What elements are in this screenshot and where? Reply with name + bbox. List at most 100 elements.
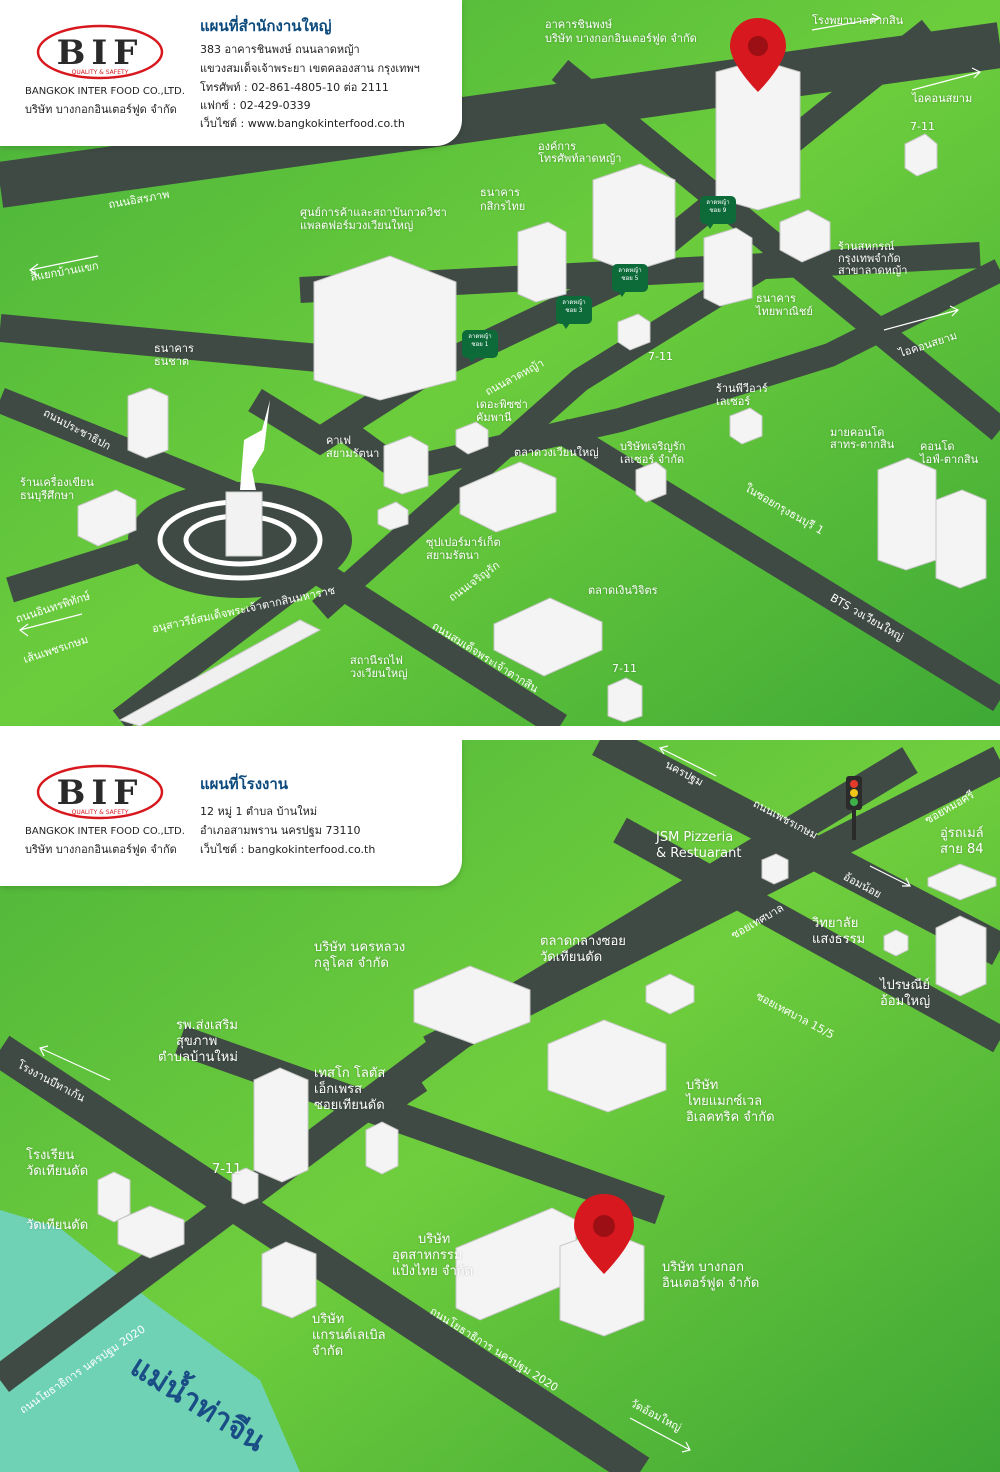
label-nakhon-luang-1: บริษัท นครหลวง	[314, 940, 406, 955]
label-condo-b-2: ไอฟ์-ตากสิน	[920, 453, 979, 466]
label-post-1: ไปรษณีย์	[880, 978, 931, 993]
label-thanachart-2: ธนชาต	[154, 355, 190, 368]
label-grand-2: แกรนด์เลเบิล	[312, 1328, 386, 1343]
label-kbank-1: ธนาคาร	[480, 186, 520, 199]
river-tha-chin	[0, 1210, 300, 1472]
hq-phone: โทรศัพท์ : 02-861-4805-10 ต่อ 2111	[200, 81, 389, 94]
hq-address-2: แขวงสมเด็จเจ้าพระยา เขตคลองสาน กรุงเทพฯ	[200, 62, 420, 75]
label-cafe-1: คาเฟ	[326, 434, 352, 447]
label-mall-1: ศูนย์การค้าและสถาบันกวดวิชา	[300, 206, 447, 219]
hq-title: แผนที่สำนักงานใหญ่	[200, 17, 332, 35]
location-pin-icon	[730, 18, 786, 92]
label-stationery-1: ร้านเครื่องเขียน	[20, 476, 94, 489]
label-seven-eleven-c: 7-11	[612, 662, 637, 675]
label-market-2: วัดเทียนดัด	[540, 950, 603, 965]
label-hospital: โรงพยาบาลตากสิน	[812, 14, 904, 27]
label-market-wongwian-yai: ตลาดวงเวียนใหญ่	[514, 446, 599, 459]
label-jsm-1: JSM Pizzeria	[656, 830, 734, 845]
label-scb-2: ไทยพาณิชย์	[756, 305, 813, 318]
label-grand-1: บริษัท	[312, 1312, 345, 1327]
arrow-factory-icon	[39, 1045, 111, 1081]
traffic-light-icon	[846, 776, 862, 840]
label-condo-a-2: สาทร-ตากสิน	[830, 438, 895, 451]
factory-info-box: BIF QUALITY & SAFETY BANGKOK INTER FOOD …	[0, 740, 462, 886]
label-coop-2: กรุงเทพจำกัด	[838, 252, 901, 265]
logo-wordmark: BIF	[57, 33, 144, 73]
label-rail-1: สถานีรถไฟ	[350, 654, 403, 667]
label-rail-2: วงเวียนใหญ่	[350, 667, 408, 680]
label-tot-1: องค์การ	[538, 140, 577, 153]
statue-icon	[240, 400, 270, 490]
label-charoenrak-co-1: บริษัทเจริญรัก	[620, 440, 686, 453]
location-pin-icon	[574, 1194, 634, 1274]
company-name-th: บริษัท บางกอกอินเตอร์ฟูด จำกัด	[25, 843, 177, 856]
label-pw-laser-2: เลเซอร์	[716, 395, 751, 408]
arrow-om-noi-icon	[869, 865, 911, 887]
label-tot-2: โทรศัพท์ลาดหญ้า	[538, 152, 622, 165]
logo-tagline: QUALITY & SAFETY	[72, 809, 129, 816]
label-supermarket-1: ซุปเปอร์มาร์เก็ต	[426, 536, 501, 549]
label-maxwell-1: บริษัท	[686, 1078, 719, 1093]
label-tesco-1: เทสโก โลตัส	[314, 1066, 386, 1081]
arrow-phet-kasem-icon	[19, 613, 83, 637]
label-flour-1: บริษัท	[418, 1232, 451, 1247]
label-college-1: วิทยาลัย	[812, 916, 859, 931]
label-garage-1: อู่รถเมล์	[940, 826, 984, 841]
label-seven-eleven: 7-11	[212, 1162, 242, 1177]
label-icon-siam-top: ไอคอนสยาม	[912, 92, 973, 105]
arrow-wat-om-yai-icon	[629, 1417, 691, 1453]
arrow-iconsiam-mid-icon	[883, 305, 960, 331]
hq-buildings	[77, 59, 987, 723]
label-stationery-2: ธนบุรีศึกษา	[20, 489, 75, 502]
label-garage-2: สาย 84	[940, 842, 984, 857]
label-coop-1: ร้านสหกรณ์	[838, 240, 895, 253]
label-school-2: วัดเทียนดัด	[26, 1164, 89, 1179]
hq-website[interactable]: เว็บไซต์ : www.bangkokinterfood.co.th	[200, 117, 405, 130]
label-coop-3: สาขาลาดหญ้า	[838, 264, 908, 277]
hq-fax: แฟกซ์ : 02-429-0339	[200, 99, 311, 112]
railway	[118, 619, 322, 726]
label-market-1: ตลาดกลางซอย	[540, 934, 626, 949]
label-bif-2: อินเตอร์ฟูด จำกัด	[662, 1276, 760, 1291]
label-maxwell-3: อิเลคทริค จำกัด	[686, 1110, 775, 1125]
arrow-nakhon-pathom-icon	[659, 745, 717, 777]
factory-roads	[0, 740, 1000, 1472]
label-hospital-1: รพ.ส่งเสริม	[176, 1018, 238, 1033]
label-temple: วัดเทียนดัด	[26, 1218, 89, 1233]
hq-info-box: BIF QUALITY & SAFETY BANGKOK INTER FOOD …	[0, 0, 462, 146]
hq-map-background	[0, 0, 1000, 726]
factory-address-1: 12 หมู่ 1 ตำบล บ้านใหม่	[200, 805, 318, 818]
label-seven-eleven-a: 7-11	[910, 120, 935, 133]
bif-logo: BIF QUALITY & SAFETY	[36, 24, 164, 80]
logo-tagline: QUALITY & SAFETY	[72, 69, 129, 76]
label-tesco-2: เอ็กเพรส	[314, 1082, 363, 1097]
label-cafe-2: สยามรัตนา	[326, 447, 380, 460]
soi-tag-5: ลาดหญ้าซอย 5	[612, 264, 648, 297]
label-mall-2: แพลตฟอร์มวงเวียนใหญ่	[300, 219, 414, 232]
label-thanachart-1: ธนาคาร	[154, 342, 194, 355]
label-hospital-2: สุขภาพ	[176, 1034, 218, 1049]
label-hq-building-1: อาคารชินพงษ์	[545, 18, 613, 31]
factory-leader-lines	[39, 745, 911, 1453]
factory-map-panel: BIF QUALITY & SAFETY BANGKOK INTER FOOD …	[0, 740, 1000, 1472]
label-hq-building-2: บริษัท บางกอกอินเตอร์ฟูด จำกัด	[545, 32, 697, 45]
factory-website[interactable]: เว็บไซต์ : bangkokinterfood.co.th	[200, 843, 376, 856]
label-college-2: แสงธรรม	[812, 932, 866, 947]
label-flour-3: แป้งไทย จำกัด	[392, 1264, 474, 1279]
label-kbank-2: กสิกรไทย	[480, 200, 526, 213]
label-condo-b-1: คอนโด	[920, 440, 955, 453]
label-scb-1: ธนาคาร	[756, 292, 796, 305]
hq-map-panel: BIF QUALITY & SAFETY BANGKOK INTER FOOD …	[0, 0, 1000, 726]
soi-tag-3: ลาดหญ้าซอย 3	[556, 296, 592, 329]
factory-address-2: อำเภอสามพราน นครปฐม 73110	[200, 824, 361, 837]
roundabout	[128, 400, 352, 598]
label-bif-1: บริษัท บางกอก	[662, 1260, 744, 1275]
soi-tag-1: ลาดหญ้าซอย 1	[462, 330, 498, 363]
factory-title: แผนที่โรงงาน	[200, 775, 289, 793]
label-seven-eleven-b: 7-11	[648, 350, 673, 363]
label-tesco-3: ซอยเทียนดัด	[314, 1098, 385, 1113]
label-pizza-2: คัมพานี	[476, 411, 512, 424]
label-pizza-1: เดอะพิซซ่า	[476, 398, 528, 411]
label-jsm-2: & Restuarant	[656, 846, 742, 861]
company-name-en: BANGKOK INTER FOOD CO.,LTD.	[25, 826, 185, 837]
